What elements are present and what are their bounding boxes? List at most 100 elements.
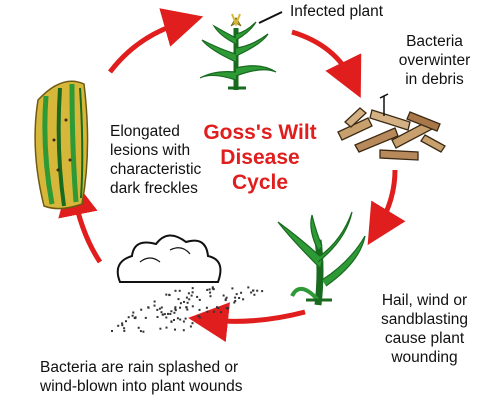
corn-plant-icon <box>199 11 283 90</box>
rain-drop <box>182 329 185 332</box>
stage-label-overwinter: Bacteria overwinter in debris <box>398 33 471 88</box>
rain-drop <box>247 286 250 289</box>
rain-drop <box>121 324 124 327</box>
rain-drop <box>211 287 214 290</box>
rain-drop <box>111 330 113 332</box>
rain-drop <box>158 307 161 310</box>
rain-drop <box>198 308 201 311</box>
rain-drop <box>209 295 212 298</box>
rain-drop <box>142 330 145 333</box>
rain-drop <box>224 298 227 301</box>
rain-drop <box>191 322 194 325</box>
rain-drop <box>197 315 200 318</box>
rain-drop <box>191 291 194 294</box>
rain-drop <box>131 314 134 317</box>
rain-drop <box>167 312 169 315</box>
rain-drop <box>139 330 142 333</box>
rain-drop <box>231 287 234 290</box>
rain-drop <box>174 308 177 310</box>
rain-drop <box>173 319 175 321</box>
rain-drop <box>182 320 185 323</box>
rain-drop <box>147 306 150 309</box>
rain-drop <box>123 327 126 330</box>
rain-drop <box>250 291 253 294</box>
rain-drop <box>225 307 228 310</box>
rain-drop <box>211 286 214 289</box>
arrow-debris-to-wounding <box>367 169 406 246</box>
rain-drop <box>159 327 162 330</box>
rain-drop <box>160 306 163 309</box>
rain-drop <box>233 301 236 304</box>
arrow-lesions-to-plant <box>108 8 204 74</box>
rain-drop <box>216 306 218 309</box>
rain-drop <box>144 316 147 319</box>
rain-drop <box>191 287 194 290</box>
rain-drop <box>174 289 177 292</box>
rain-drop <box>121 322 124 325</box>
rain-drop <box>213 310 215 313</box>
rain-drop <box>225 296 228 299</box>
rain-drop <box>206 310 209 313</box>
rain-drop <box>153 300 156 303</box>
rain-drop <box>242 298 245 301</box>
rain-drop <box>198 316 201 319</box>
rain-drop <box>170 320 173 323</box>
lesioned-leaf-icon <box>34 80 89 210</box>
rain-drop <box>256 289 259 292</box>
rain-drop <box>179 302 182 305</box>
rain-drop <box>188 298 191 301</box>
arrow-wounding-to-rain <box>188 302 306 343</box>
stage-label-wounding: Hail, wind or sandblasting cause plant w… <box>380 292 469 366</box>
rain-drop <box>191 305 194 308</box>
rain-drop <box>208 288 211 291</box>
rain-drop <box>153 304 156 307</box>
rain-drop <box>168 293 171 296</box>
rain-drop <box>156 308 159 311</box>
rain-drop <box>173 311 176 314</box>
rain-drop <box>183 300 185 303</box>
rain-drop <box>127 316 130 319</box>
rain-drop <box>140 308 143 311</box>
arrow-plant-to-debris <box>291 29 362 98</box>
rain-drop <box>123 329 126 332</box>
rain-drop <box>176 317 179 320</box>
rain-drop <box>165 316 168 319</box>
rain-drop <box>205 306 208 309</box>
rain-drop <box>189 325 192 328</box>
rain-drop <box>174 306 177 309</box>
stage-label-rain-splash: Bacteria are rain splashed or wind-blown… <box>40 359 243 395</box>
rain-drop <box>235 293 238 296</box>
rain-drop <box>261 290 264 293</box>
rain-drop <box>177 298 180 301</box>
rain-drop <box>209 291 212 294</box>
rain-drop <box>174 309 177 312</box>
rain-drop <box>184 317 187 320</box>
rain-drop <box>137 326 140 329</box>
rain-drop <box>190 294 193 297</box>
rain-drop <box>132 311 135 314</box>
rain-drop <box>165 293 168 296</box>
rain-drop <box>220 311 222 314</box>
rain-drop <box>234 296 237 299</box>
rain-drop <box>165 326 168 329</box>
rain-drop <box>163 313 166 316</box>
rain-drop <box>222 294 225 297</box>
rain-drop <box>238 297 241 299</box>
rain-drop <box>185 296 188 299</box>
rain-drop <box>252 289 255 292</box>
rain-drop <box>134 317 137 320</box>
rain-drop <box>234 300 237 302</box>
rain-drop <box>170 310 173 313</box>
rain-drop <box>206 288 209 291</box>
rain-drop <box>156 316 159 318</box>
diagram-title: Goss's Wilt Disease Cycle <box>203 121 317 194</box>
rain-drop <box>186 301 189 304</box>
rain-drop <box>161 313 164 316</box>
rain-drop <box>178 289 181 292</box>
rain-drop <box>196 295 199 298</box>
wounded-plant-icon <box>277 211 366 306</box>
rain-drop <box>117 324 120 327</box>
rain-drop <box>174 328 176 331</box>
stage-label-infected-plant: Infected plant <box>290 3 384 20</box>
